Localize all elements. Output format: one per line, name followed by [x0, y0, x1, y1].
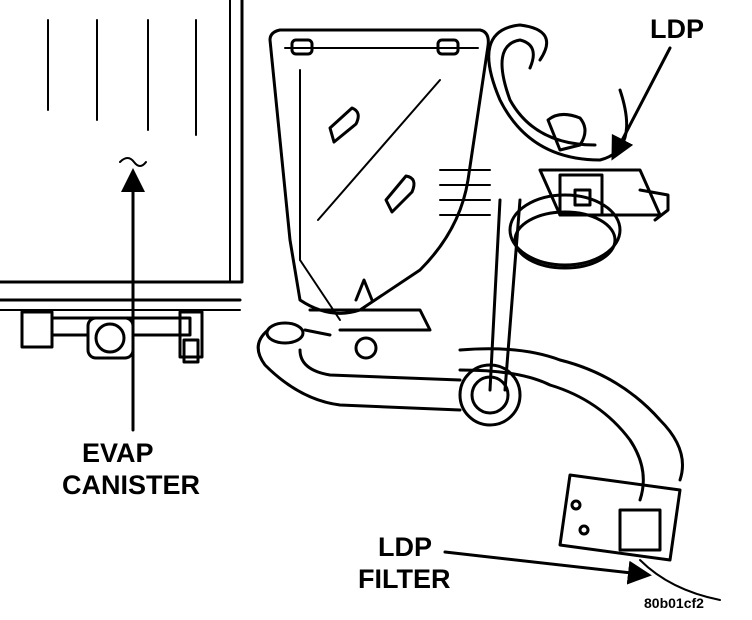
arrow-filter: [443, 550, 652, 585]
figure-code: 80b01cf2: [644, 595, 704, 611]
label-ldp: LDP: [650, 14, 704, 44]
arrow-ldp: [611, 46, 672, 161]
label-ldp-filter-1: LDP: [378, 532, 432, 562]
ldp-pump: [508, 113, 670, 270]
label-ldp-filter-2: FILTER: [358, 564, 451, 594]
vent-hose: [256, 321, 684, 502]
label-evap: EVAP: [82, 438, 154, 468]
label-canister: CANISTER: [62, 470, 201, 500]
ldp-filter: [558, 473, 721, 601]
canister-bracket: [268, 28, 491, 360]
evap-canister: [0, 0, 244, 364]
